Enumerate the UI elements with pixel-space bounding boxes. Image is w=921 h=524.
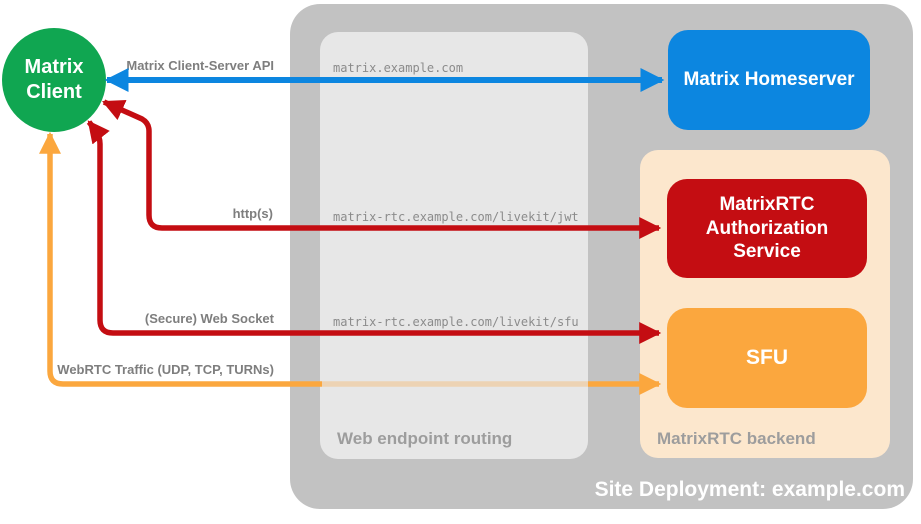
matrix-homeserver-node: Matrix Homeserver: [668, 30, 870, 130]
web-endpoint-routing-label: Web endpoint routing: [337, 429, 513, 448]
webrtc-traffic-label: WebRTC Traffic (UDP, TCP, TURNs): [57, 362, 274, 377]
matrixrtc-authorization-service-node-label: MatrixRTC Authorization Service: [705, 193, 829, 263]
sfu-node-label: SFU: [746, 346, 788, 369]
endpoint-sfu-url: matrix-rtc.example.com/livekit/sfu: [333, 315, 579, 329]
endpoint-homeserver-url: matrix.example.com: [333, 61, 464, 75]
webrtc-traffic-arrow: [39, 131, 322, 387]
web-socket-label: (Secure) Web Socket: [144, 311, 274, 326]
matrix-homeserver-node-label: Matrix Homeserver: [683, 69, 855, 90]
https-label: http(s): [232, 206, 273, 221]
matrix-client-node-label: Matrix Client: [24, 56, 84, 103]
client-server-api-label: Matrix Client-Server API: [126, 58, 274, 73]
matrixrtc-authorization-service-node: MatrixRTC Authorization Service: [667, 179, 867, 278]
endpoint-jwt-url: matrix-rtc.example.com/livekit/jwt: [333, 210, 579, 224]
matrixrtc-backend-label: MatrixRTC backend: [657, 429, 816, 448]
matrix-client-node: Matrix Client: [2, 28, 106, 132]
site-deployment-label: Site Deployment: example.com: [594, 478, 905, 501]
sfu-node: SFU: [667, 308, 867, 408]
web-endpoint-routing-container: [320, 32, 588, 459]
